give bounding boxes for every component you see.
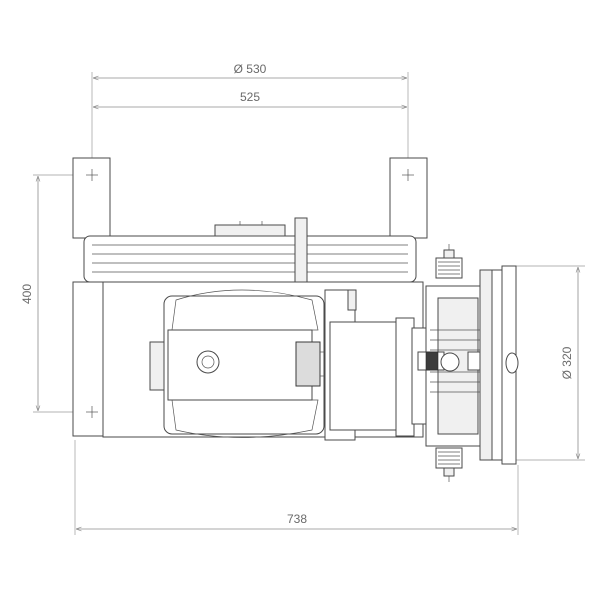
dimension-738: 738 — [74, 440, 519, 535]
dimension-525-label: 525 — [240, 90, 260, 104]
dimension-530: Ø 530 — [91, 62, 409, 160]
brake-spring-top — [435, 244, 463, 279]
traction-sheave — [83, 217, 417, 305]
base-frame — [72, 157, 428, 437]
dimension-530-label: Ø 530 — [234, 62, 267, 76]
brake-assembly — [417, 265, 519, 465]
dimension-400: 400 — [20, 174, 100, 413]
dimension-738-label: 738 — [287, 512, 307, 526]
dimension-320: Ø 320 — [515, 265, 585, 461]
dimension-320-label: Ø 320 — [560, 346, 574, 379]
dimension-400-label: 400 — [20, 284, 34, 304]
dimension-525: 525 — [93, 90, 407, 107]
brake-spring-bottom — [435, 447, 463, 482]
motor-body — [324, 289, 433, 441]
